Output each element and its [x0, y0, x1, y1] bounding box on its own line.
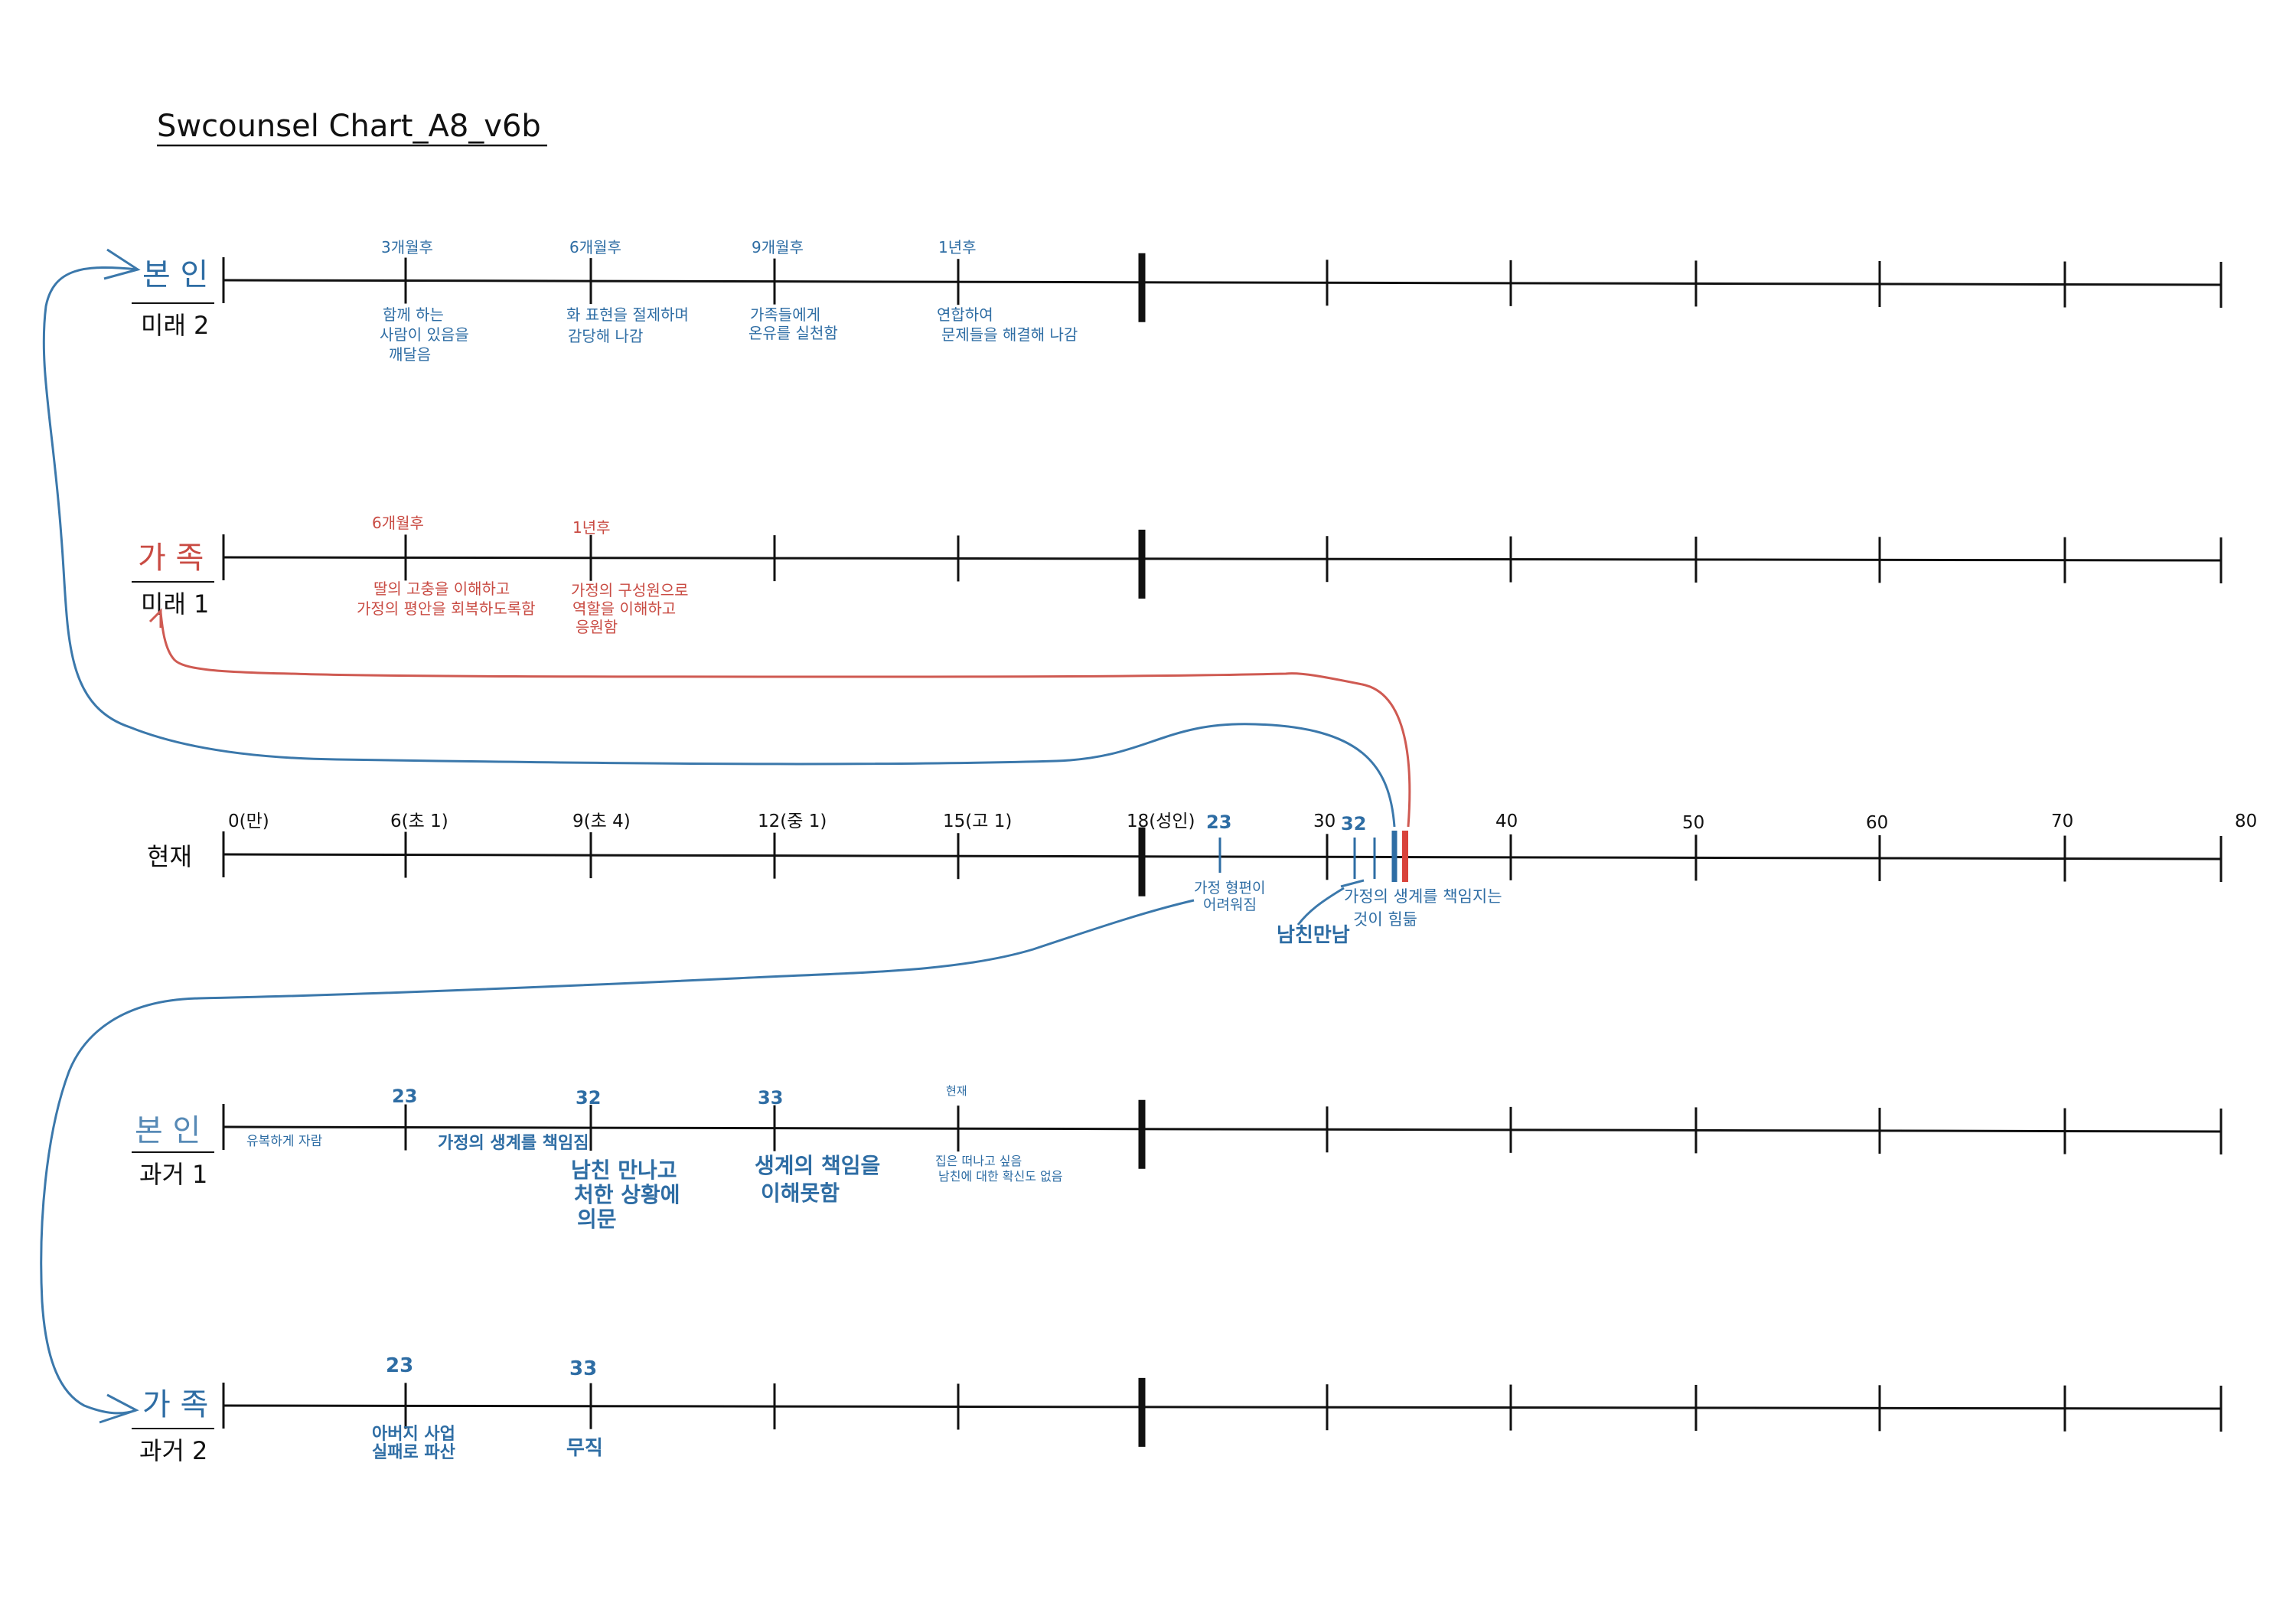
event-text: 가정의 평안을 회복하도록함: [357, 599, 536, 618]
age-label: 50: [1682, 813, 1704, 833]
past2-events: 23 아버지 사업 실패로 파산 33 무직: [372, 1354, 603, 1462]
age-label: 18(성인): [1127, 812, 1195, 831]
who-label: 본 인: [142, 257, 208, 292]
arrowhead: [99, 1393, 139, 1424]
axis-line: [223, 279, 2222, 286]
event-when: 현재: [946, 1084, 967, 1098]
age-label: 70: [2051, 812, 2073, 831]
connector-present-to-past2: [40, 899, 1195, 1415]
event-text: 깨달음: [389, 345, 431, 364]
row-label: 과거 1: [139, 1160, 207, 1189]
age-label: 80: [2235, 812, 2257, 831]
timeline-future-2: [222, 253, 2223, 322]
marker-23-label: 23: [1206, 812, 1231, 833]
event-when: 1년후: [938, 238, 977, 256]
event-when: 6개월후: [569, 238, 621, 256]
event-text: 응원함: [576, 618, 618, 636]
event-when: 23: [386, 1354, 413, 1377]
event-text: 집은 떠나고 싶음: [935, 1154, 1022, 1168]
row-label: 미래 1: [141, 589, 209, 619]
future1-events: 6개월후 딸의 고충을 이해하고 가정의 평안을 회복하도록함 1년후 가정의 …: [357, 514, 689, 636]
connector: [1340, 879, 1365, 888]
axis-line: [223, 853, 2222, 860]
event-text: 온유를 실천함: [748, 324, 838, 342]
event-when: 1년후: [572, 518, 611, 537]
event-text: 이해못함: [761, 1181, 840, 1206]
event-when: 33: [758, 1087, 783, 1109]
event-text: 남친 만나고: [571, 1158, 677, 1183]
event-text: 문제들을 해결해 나감: [941, 325, 1078, 344]
start-note: 유복하게 자람: [246, 1134, 323, 1149]
row-label: 현재: [147, 842, 192, 871]
event-text: 사람이 있음을: [380, 325, 469, 344]
connector-present-to-future2: [42, 266, 1396, 828]
arrowhead: [103, 248, 141, 280]
connector: [1296, 887, 1345, 926]
event-text: 딸의 고충을 이해하고: [373, 580, 510, 598]
past1-events: 유복하게 자람 23 가정의 생계를 책임짐 32 남친 만나고 처한 상황에 …: [246, 1084, 1062, 1232]
present-age-labels: 0(만) 6(초 1) 9(초 4) 12(중 1) 15(고 1) 18(성인…: [228, 812, 2257, 833]
age-label: 15(고 1): [943, 812, 1012, 831]
note-boyfriend: 남친만남: [1277, 924, 1350, 947]
event-text: 가정의 구성원으로: [571, 581, 689, 599]
event-text: 연합하여: [937, 305, 993, 324]
row-label-future2: 본 인 미래 2: [132, 257, 214, 340]
connector-curves: [40, 248, 1411, 1424]
event-text: 남친에 대한 확신도 없음: [938, 1169, 1062, 1184]
arrowhead: [148, 608, 162, 628]
age-label: 9(초 4): [572, 812, 631, 831]
age-label: 40: [1495, 812, 1518, 831]
row-label-future1: 가 족 미래 1: [132, 540, 214, 619]
age-label: 6(초 1): [390, 812, 448, 831]
timeline-future-1: [222, 529, 2223, 599]
event-when: 6개월후: [372, 514, 424, 532]
event-text: 생계의 책임을: [755, 1153, 880, 1178]
present-markers: 23 32 가정 형편이 어려워짐 남친만남 가정의 생계를 책임지는 것이 힘…: [1194, 812, 1502, 947]
age-label: 30: [1313, 812, 1336, 831]
event-text: 가정의 생계를 책임짐: [438, 1134, 589, 1153]
event-text: 무직: [566, 1437, 603, 1460]
axis-line: [223, 1404, 2222, 1410]
event-when: 23: [392, 1086, 417, 1107]
timeline-past-1: [222, 1099, 2223, 1169]
age-label: 0(만): [228, 812, 269, 831]
event-when: 33: [569, 1357, 597, 1380]
event-text: 의문: [577, 1207, 617, 1232]
event-text: 역할을 이해하고: [572, 599, 676, 618]
row-label: 미래 2: [141, 311, 209, 340]
event-text: 감당해 나감: [568, 327, 643, 345]
event-when: 9개월후: [752, 238, 804, 256]
who-label: 본 인: [135, 1113, 201, 1148]
chart-title: Swcounsel Chart_A8_v6b: [157, 109, 541, 144]
timeline-past-2: [222, 1377, 2223, 1447]
event-when: 32: [576, 1087, 601, 1109]
age-label: 12(중 1): [758, 812, 827, 831]
age-label: 60: [1866, 813, 1888, 833]
event-text: 가족들에게: [750, 305, 820, 324]
event-text: 실패로 파산: [372, 1443, 455, 1462]
note-23: 가정 형편이: [1194, 880, 1265, 896]
note-family-burden: 가정의 생계를 책임지는: [1344, 887, 1502, 906]
note-family-burden: 것이 힘듦: [1353, 910, 1417, 929]
axis-line: [223, 1125, 2222, 1133]
row-label-past1: 본 인 과거 1: [132, 1113, 214, 1189]
row-label-present: 현재: [147, 842, 192, 871]
row-label: 과거 2: [139, 1436, 207, 1465]
event-text: 함께 하는: [383, 305, 444, 324]
note-23: 어려워짐: [1203, 896, 1257, 913]
who-label: 가 족: [138, 540, 204, 576]
event-text: 화 표현을 절제하며: [566, 305, 689, 324]
connector-present-to-future1: [159, 612, 1411, 828]
event-when: 3개월후: [381, 238, 433, 256]
row-label-past2: 가 족 과거 2: [132, 1387, 214, 1465]
future2-events: 3개월후 함께 하는 사람이 있음을 깨달음 6개월후 화 표현을 절제하며 감…: [380, 238, 1078, 364]
who-label: 가 족: [142, 1387, 208, 1422]
axis-line: [223, 556, 2222, 562]
event-text: 처한 상황에: [574, 1182, 680, 1207]
marker-32-label: 32: [1341, 813, 1366, 834]
event-text: 아버지 사업: [372, 1425, 455, 1444]
timeline-present: [222, 827, 2223, 896]
